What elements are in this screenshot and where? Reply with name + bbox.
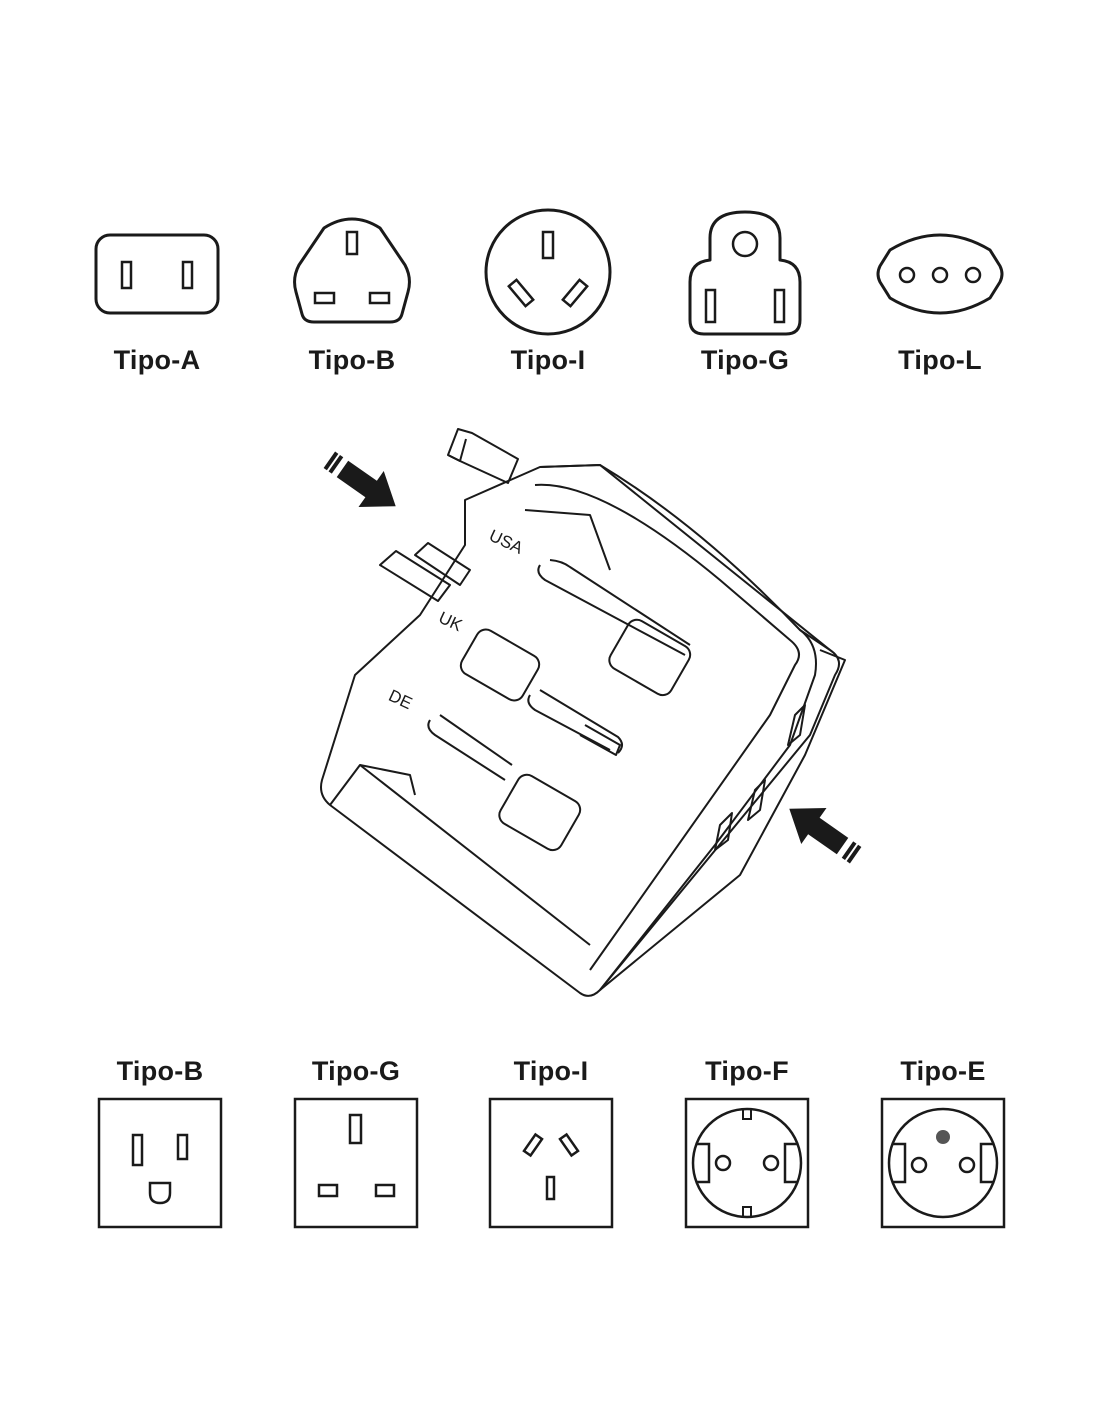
plug-type-b-icon [293,217,411,324]
socket-type-e-label: Tipo-E [900,1056,986,1086]
plug-type-g-icon [688,210,802,336]
plug-type-a-icon [94,233,220,315]
socket-type-i-label: Tipo-I [513,1056,589,1086]
plug-type-i-icon [484,208,612,336]
socket-type-e-icon [880,1097,1006,1229]
plug-type-g: Tipo-G [655,210,835,376]
socket-type-g-icon [293,1097,419,1229]
de-slider-button [498,773,582,852]
plug-type-b: Tipo-B [262,210,442,376]
de-slider-label: DE [386,686,415,713]
plug-type-l: Tipo-L [850,210,1030,376]
usa-slider-button [608,618,692,697]
socket-type-e: Tipo-E [853,1055,1033,1229]
plug-type-b-label: Tipo-B [308,345,396,375]
plug-type-a-label: Tipo-A [113,345,201,375]
socket-type-f: Tipo-F [657,1055,837,1229]
socket-type-i: Tipo-I [461,1055,641,1229]
travel-adapter-illustration: USA UK DE [320,428,862,997]
insert-arrow-bottom-icon [789,807,862,864]
plug-type-l-label: Tipo-L [898,345,982,375]
socket-face [599,629,817,991]
ground-pin-dot [936,1130,950,1144]
socket-type-g: Tipo-G [266,1055,446,1229]
socket-type-g-label: Tipo-G [311,1056,401,1086]
socket-type-b-label: Tipo-B [116,1056,204,1086]
plug-type-l-icon [876,233,1004,315]
plug-type-a: Tipo-A [67,210,247,376]
plug-type-g-label: Tipo-G [700,345,790,375]
socket-type-i-icon [488,1097,614,1229]
uk-slider-label: UK [436,608,466,635]
socket-type-b: Tipo-B [70,1055,250,1229]
usa-slider-label: USA [486,526,526,558]
plug-type-i-label: Tipo-I [510,345,586,375]
socket-type-f-icon [684,1097,810,1229]
plug-type-i: Tipo-I [458,208,638,376]
adapter-body [320,464,840,997]
round-pin-1 [379,550,451,602]
insert-arrow-top-icon [323,451,396,508]
uk-ground-pin [447,428,519,484]
socket-type-b-icon [97,1097,223,1229]
socket-type-f-label: Tipo-F [705,1056,789,1086]
uk-slider-button [459,628,541,702]
